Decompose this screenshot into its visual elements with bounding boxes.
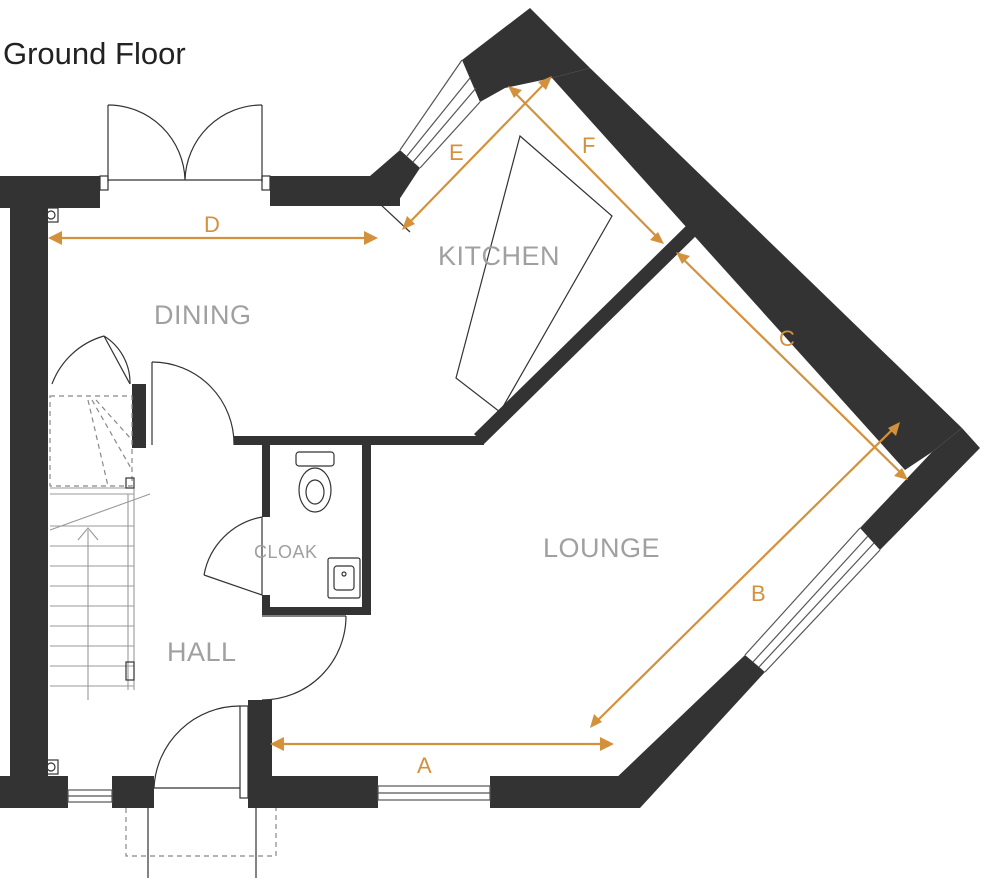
- meter-symbols: [43, 207, 59, 775]
- dimension-label-c: C: [779, 326, 795, 351]
- wall-bottom-left: [0, 776, 68, 808]
- meter-top-icon: [43, 207, 59, 223]
- staircase: [49, 395, 151, 700]
- wall-east-corner: [860, 428, 980, 550]
- room-labels: KITCHEN DINING LOUNGE CLOAK HALL: [154, 241, 660, 667]
- porch-outline: [125, 808, 277, 878]
- wall-top-apex: [462, 8, 590, 102]
- wall-cloak-bottom-stub: [262, 595, 270, 615]
- wc-icon: [295, 451, 335, 513]
- wall-cloak-bottom: [262, 607, 371, 615]
- dimension-label-a: A: [417, 753, 432, 778]
- hall-dining-door: [151, 361, 235, 446]
- room-label-dining: DINING: [154, 300, 252, 330]
- dimension-arrows: [48, 76, 908, 751]
- wall-kitchen-lower-left: [370, 150, 420, 206]
- wall-cloak-right: [362, 445, 371, 615]
- room-label-hall: HALL: [167, 637, 237, 667]
- dimension-label-e: E: [449, 140, 464, 165]
- wall-stair-cupboard: [132, 384, 146, 448]
- floor-title: Ground Floor: [3, 36, 186, 71]
- cloak-fixtures: [295, 451, 361, 599]
- doors: [51, 104, 347, 799]
- dimension-labels: D E F C B A: [204, 133, 795, 778]
- front-door: [153, 705, 249, 799]
- kitchen-units: [379, 134, 613, 413]
- dimension-b-arrow: [590, 422, 900, 728]
- wall-right-diagonal: [552, 68, 962, 470]
- hall-window: [67, 789, 113, 803]
- cupboard-door: [51, 335, 131, 385]
- wall-cloak-left: [262, 445, 270, 517]
- dimension-c-arrow: [676, 252, 908, 480]
- basin-icon: [327, 557, 361, 599]
- wall-left: [10, 176, 48, 808]
- hall-lounge-door: [261, 615, 347, 701]
- dimension-label-d: D: [204, 212, 220, 237]
- wall-bottom-left-2: [112, 776, 154, 808]
- dimension-d-arrow: [48, 231, 378, 245]
- meter-bottom-icon: [43, 759, 59, 775]
- wall-bottom-right: [490, 776, 640, 808]
- wall-top-left: [0, 176, 100, 208]
- dimension-label-f: F: [582, 133, 595, 158]
- cloak-door: [203, 516, 263, 596]
- room-label-cloak: CLOAK: [254, 542, 318, 562]
- room-label-lounge: LOUNGE: [543, 533, 660, 563]
- dimension-label-b: B: [751, 581, 766, 606]
- dimension-e-arrow: [402, 76, 552, 230]
- kitchen-window: [399, 59, 481, 169]
- wall-dining-lounge: [234, 436, 484, 445]
- dimension-a-arrow: [270, 737, 614, 751]
- lounge-side-window: [744, 527, 881, 673]
- lounge-front-window: [377, 785, 491, 801]
- dimension-f-arrow: [508, 86, 664, 244]
- patio-doors: [99, 104, 271, 191]
- wall-lounge-lower-right: [612, 655, 765, 808]
- wall-kitchen-lounge-partition: [474, 222, 700, 444]
- kitchen-island: [455, 134, 613, 413]
- windows: [67, 59, 881, 803]
- walls: [0, 8, 980, 808]
- wall-hall-lounge: [248, 700, 272, 808]
- room-label-kitchen: KITCHEN: [438, 241, 560, 271]
